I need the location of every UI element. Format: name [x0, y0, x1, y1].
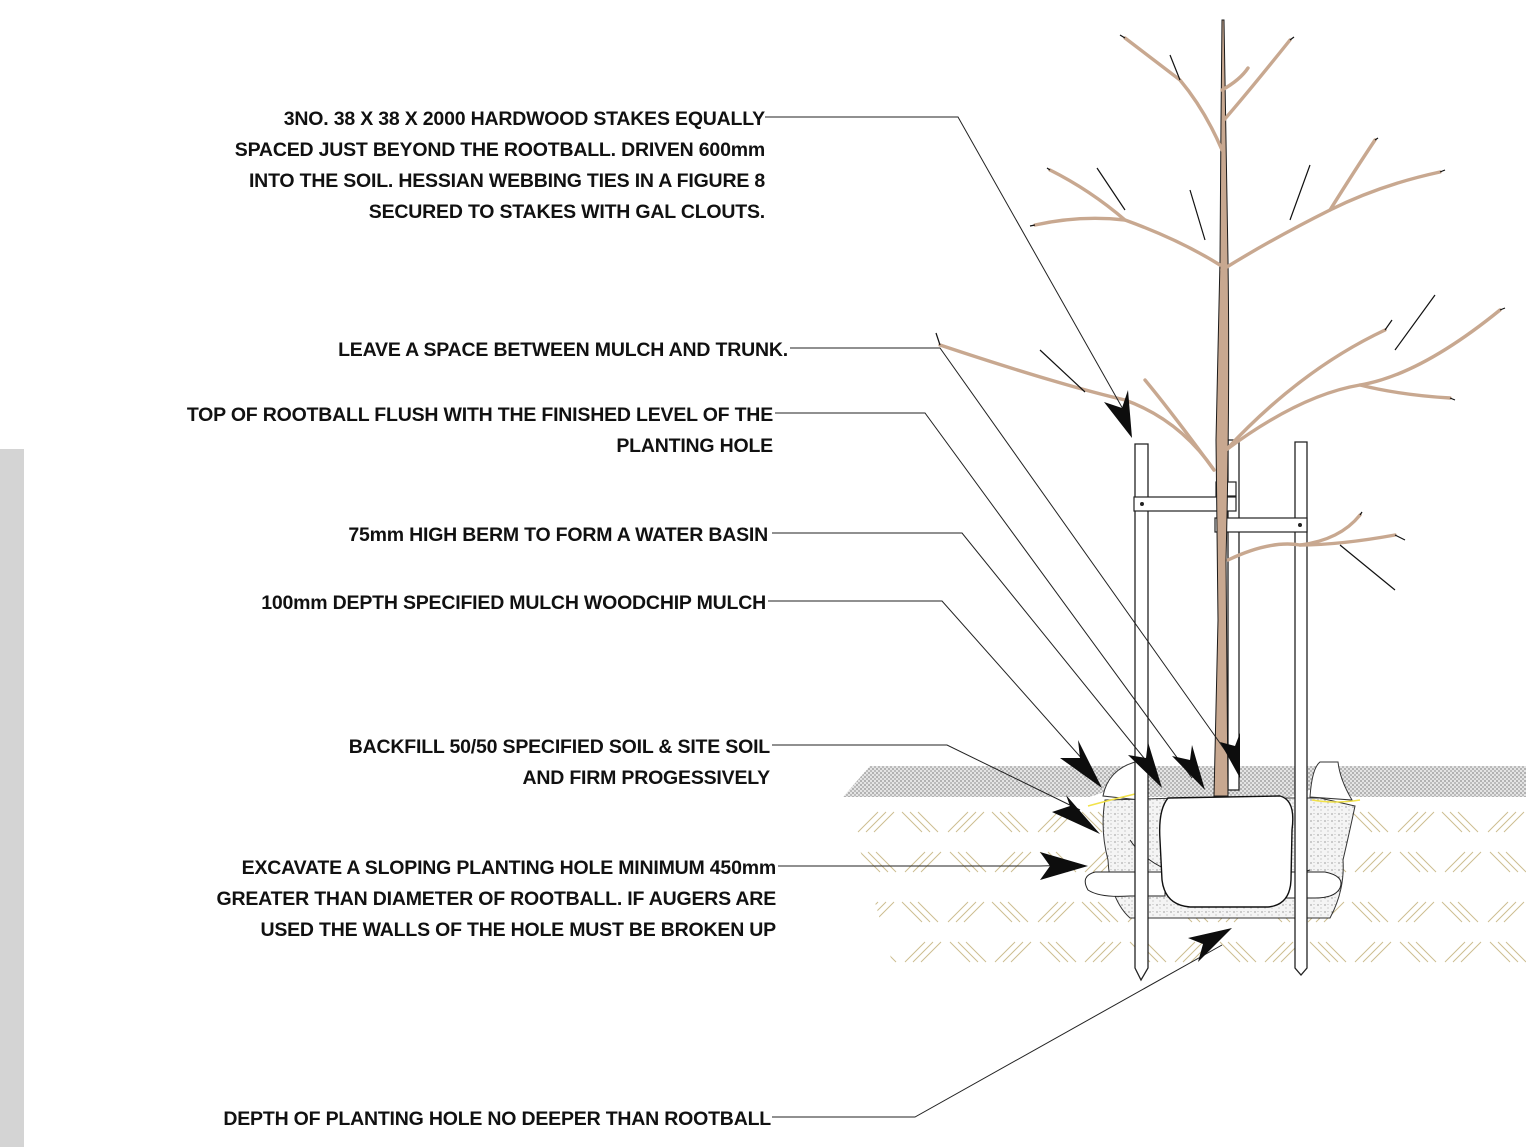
label-mulch-space: LEAVE A SPACE BETWEEN MULCH AND TRUNK. — [338, 339, 788, 361]
clout-right — [1298, 523, 1302, 527]
root-highlight-right — [1311, 799, 1361, 803]
label-stakes-line-4: SECURED TO STAKES WITH GAL CLOUTS. — [369, 201, 765, 223]
ground-section — [843, 761, 1526, 990]
label-rootball-top-line-1: TOP OF ROOTBALL FLUSH WITH THE FINISHED … — [187, 404, 773, 426]
leader-mulch-space — [790, 347, 1233, 761]
hessian-tie-left — [1133, 496, 1237, 512]
label-backfill-line-2: AND FIRM PROGESSIVELY — [522, 767, 770, 789]
root-extension-left — [1084, 871, 1166, 897]
rootball — [1158, 795, 1294, 908]
label-backfill: BACKFILL 50/50 SPECIFIED SOIL & SITE SOI… — [349, 736, 771, 789]
arrow-berm — [1128, 742, 1162, 788]
label-stakes-line-2: SPACED JUST BEYOND THE ROOTBALL. DRIVEN … — [235, 139, 765, 161]
label-rootball-top-line-2: PLANTING HOLE — [616, 435, 773, 457]
label-stakes-line-3: INTO THE SOIL. HESSIAN WEBBING TIES IN A… — [249, 170, 765, 192]
label-excavate-line-3: USED THE WALLS OF THE HOLE MUST BE BROKE… — [260, 919, 776, 941]
leader-berm — [772, 532, 1153, 769]
leader-stakes — [765, 116, 1129, 419]
clout-left — [1140, 502, 1144, 506]
leader-backfill — [772, 744, 1081, 811]
tree — [935, 19, 1506, 797]
root-highlight-left — [1087, 793, 1136, 807]
label-stakes: 3NO. 38 X 38 X 2000 HARDWOOD STAKES EQUA… — [235, 108, 766, 223]
leader-mulch-depth — [768, 600, 1093, 771]
arrow-depth — [1188, 928, 1232, 962]
stake-right — [1294, 441, 1308, 976]
label-depth: DEPTH OF PLANTING HOLE NO DEEPER THAN RO… — [223, 1108, 771, 1130]
root-extension-right — [1284, 871, 1342, 899]
twigs — [935, 34, 1506, 591]
stakes — [1133, 439, 1308, 982]
leader-depth — [772, 944, 1223, 1118]
mulch-layer — [843, 766, 1526, 797]
label-excavate-line-2: GREATER THAN DIAMETER OF ROOTBALL. IF AU… — [217, 888, 777, 910]
side-bar — [0, 449, 24, 1147]
berm-right — [1309, 761, 1353, 801]
arrow-excavate — [1040, 852, 1088, 880]
arrow-backfill — [1052, 795, 1100, 834]
tree-trunk — [1213, 19, 1230, 797]
label-rootball-top: TOP OF ROOTBALL FLUSH WITH THE FINISHED … — [187, 404, 774, 457]
label-backfill-line-1: BACKFILL 50/50 SPECIFIED SOIL & SITE SOI… — [349, 736, 771, 758]
arrow-mulch-space — [1220, 733, 1240, 778]
arrow-rootball-top — [1172, 745, 1205, 790]
label-stakes-line-1: 3NO. 38 X 38 X 2000 HARDWOOD STAKES EQUA… — [284, 108, 765, 130]
stake-left — [1134, 443, 1149, 982]
arrowheads — [1040, 390, 1240, 962]
label-excavate: EXCAVATE A SLOPING PLANTING HOLE MINIMUM… — [217, 857, 777, 941]
arrow-stakes — [1104, 390, 1132, 438]
leader-rootball-top — [775, 412, 1193, 779]
label-berm: 75mm HIGH BERM TO FORM A WATER BASIN — [348, 524, 768, 546]
label-excavate-line-1: EXCAVATE A SLOPING PLANTING HOLE MINIMUM… — [242, 857, 776, 879]
hessian-tie-right — [1214, 517, 1308, 533]
arrow-mulch-depth — [1060, 740, 1102, 788]
leader-lines — [765, 116, 1233, 1118]
label-mulch-depth: 100mm DEPTH SPECIFIED MULCH WOODCHIP MUL… — [261, 592, 766, 614]
